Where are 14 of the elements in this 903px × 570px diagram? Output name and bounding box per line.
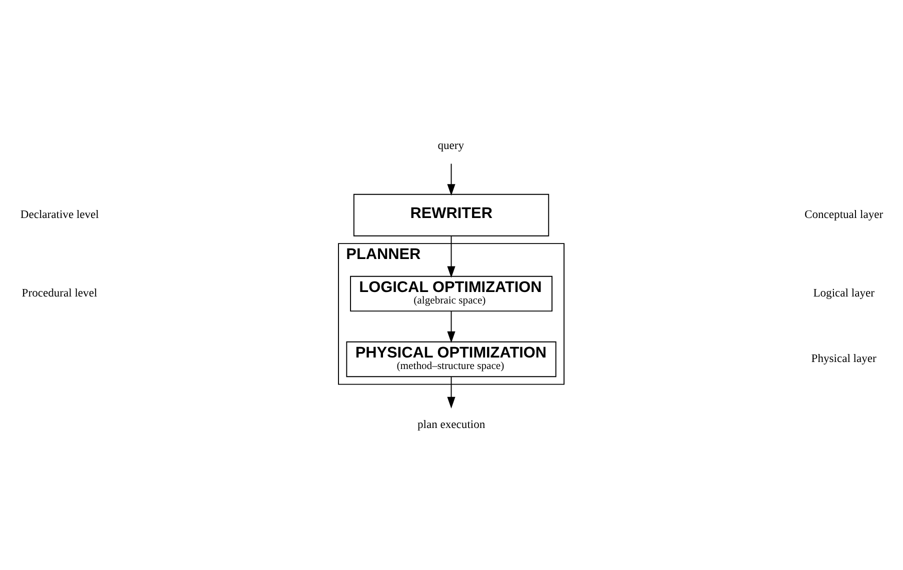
node-box: REWRITER bbox=[353, 193, 550, 236]
arrow bbox=[447, 310, 456, 342]
label: Declarative level bbox=[20, 208, 99, 221]
label: Conceptual layer bbox=[804, 208, 884, 221]
node-text: query bbox=[438, 138, 464, 152]
label: Physical layer bbox=[811, 352, 876, 365]
node-text: plan execution bbox=[418, 417, 486, 430]
node-box: LOGICAL OPTIMIZATION (algebraic space) bbox=[350, 275, 552, 312]
arrow bbox=[447, 376, 456, 408]
label: Logical layer bbox=[813, 286, 874, 300]
arrow bbox=[447, 162, 456, 196]
arrow bbox=[447, 235, 456, 278]
node-box: PHYSICAL OPTIMIZATION (method–structure space) bbox=[346, 340, 556, 377]
label: Procedural level bbox=[22, 286, 98, 300]
